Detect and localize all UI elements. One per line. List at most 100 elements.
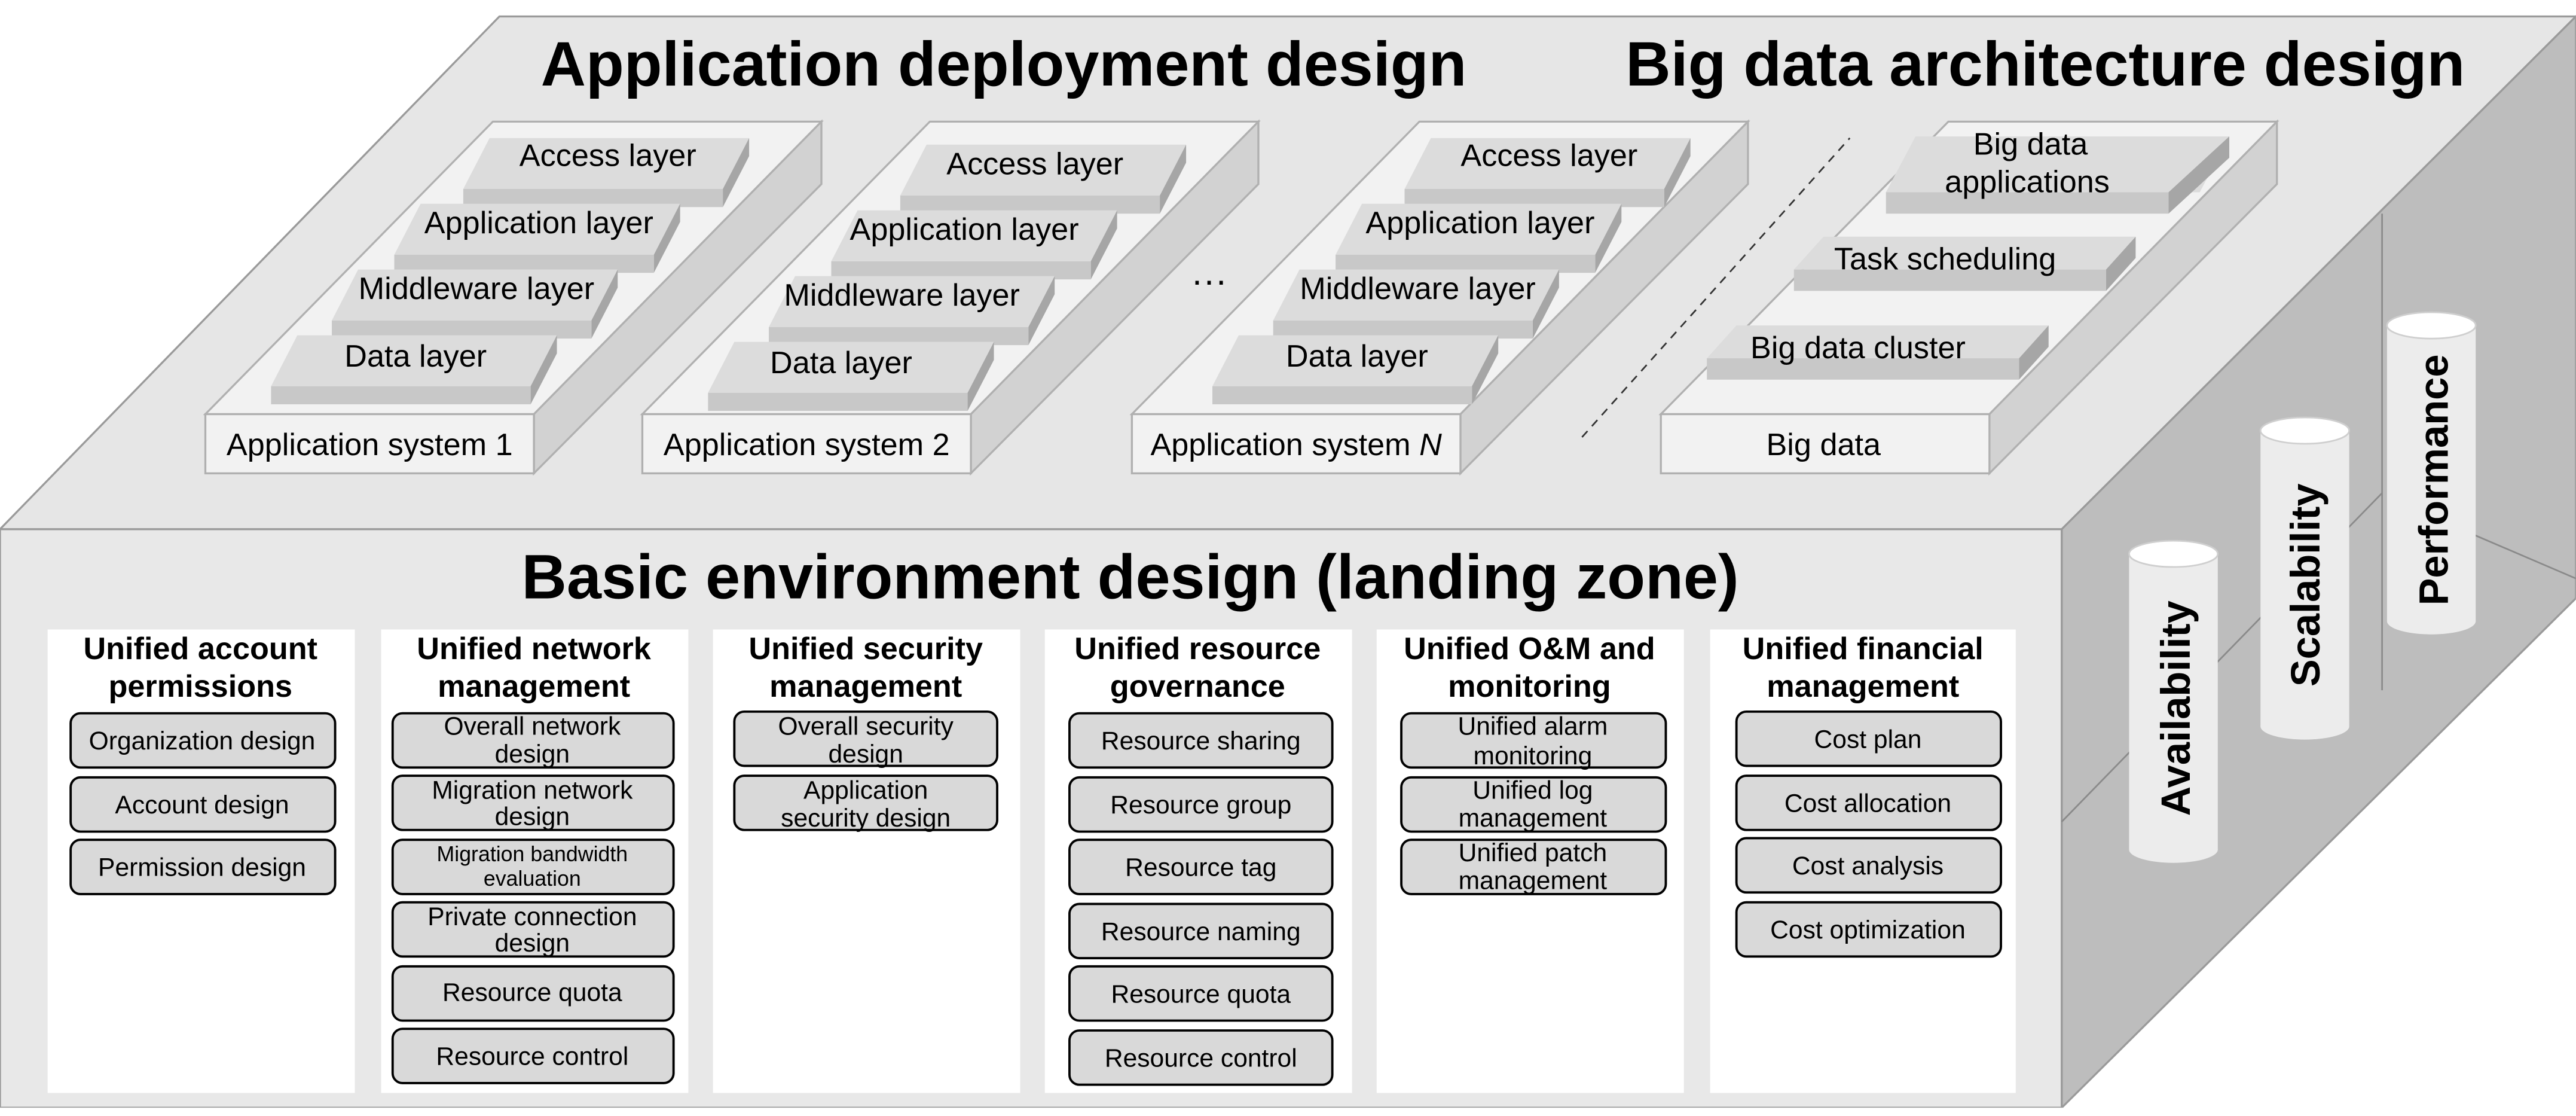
svg-text:Migration network: Migration network [432, 776, 633, 805]
cylinder-label: Scalability [2282, 483, 2329, 687]
layer-application: Application layer [831, 210, 1117, 280]
layer-data: Data layer [708, 341, 994, 411]
layer-side [1664, 138, 1691, 208]
column-title: management [1767, 669, 1959, 704]
column-title: Unified O&M and [1404, 632, 1655, 666]
layer-label: Data layer [770, 346, 912, 380]
svg-text:Unified patch: Unified patch [1459, 838, 1608, 867]
basic-environment-title: Basic environment design (landing zone) [522, 542, 1739, 612]
layer-side [1090, 210, 1117, 280]
layer-middleware: Middleware layer [332, 269, 618, 339]
layer-label: Application layer [424, 206, 653, 240]
tray-front [1660, 413, 1991, 475]
layer-side [967, 341, 994, 411]
item-box: Resource sharing [1068, 712, 1334, 769]
column-title: monitoring [1448, 669, 1611, 704]
column-title: Unified financial [1743, 632, 1984, 666]
svg-text:Account design: Account design [115, 791, 289, 819]
svg-text:design: design [495, 929, 570, 958]
svg-text:Resource control: Resource control [1105, 1044, 1297, 1072]
layer-label: Middleware layer [359, 272, 595, 306]
item-box: Cost optimization [1735, 901, 2002, 958]
svg-text:Migration bandwidth: Migration bandwidth [437, 842, 628, 866]
item-box: Cost analysis [1735, 837, 2002, 894]
layer-front [708, 392, 968, 411]
layer-access: Access layer [900, 144, 1187, 214]
item-box: Resource control [1068, 1029, 1334, 1086]
svg-text:Cost allocation: Cost allocation [1784, 789, 1951, 818]
svg-text:Resource naming: Resource naming [1101, 917, 1301, 946]
layer-label: Middleware layer [784, 278, 1020, 313]
tray-front [204, 413, 535, 475]
layer-front [1886, 192, 2169, 214]
layer-label: Application layer [1365, 206, 1594, 240]
column-title: governance [1110, 669, 1285, 704]
layer-big-data-cluster: Big data cluster [1707, 325, 2049, 380]
column-title: Unified network [417, 632, 652, 666]
column-title: Unified security [748, 632, 983, 666]
column-network-management: Unified network management Overall netwo… [381, 629, 689, 1093]
layer-label: Data layer [1286, 339, 1428, 374]
big-data-architecture-title: Big data architecture design [1625, 29, 2465, 99]
svg-text:Resource control: Resource control [436, 1042, 628, 1071]
item-box: Cost allocation [1735, 775, 2002, 831]
item-box: Account design [69, 776, 337, 833]
tray-front [641, 413, 972, 475]
layer-side [2019, 325, 2049, 380]
layer-label: applications [1945, 165, 2110, 200]
layer-access: Access layer [1404, 138, 1691, 208]
svg-text:Resource quota: Resource quota [1111, 980, 1291, 1008]
svg-text:management: management [1459, 804, 1608, 833]
layer-side [2168, 136, 2230, 214]
column-title: management [769, 669, 962, 704]
layer-big-data-applications: Big data applications [1886, 127, 2230, 214]
layer-top [1212, 335, 1499, 386]
layer-top [332, 269, 618, 321]
layer-label: Task scheduling [1834, 242, 2056, 277]
layer-side [530, 335, 557, 405]
layer-top [1336, 203, 1622, 255]
app-system-label: Application system N [1150, 428, 1442, 462]
layer-top [900, 144, 1187, 196]
layer-top [1886, 136, 2230, 193]
column-title: Unified resource [1074, 632, 1321, 666]
layer-label: Access layer [946, 147, 1123, 181]
app-system-label: Application system 2 [664, 428, 950, 462]
cylinder-availability: Availability [2128, 539, 2219, 863]
layer-top [394, 203, 680, 255]
layer-side [653, 203, 680, 273]
layer-data: Data layer [1212, 335, 1499, 405]
layer-label: Access layer [1460, 139, 1637, 173]
layer-top [708, 341, 994, 393]
layer-label: Middleware layer [1300, 272, 1536, 306]
layer-side [1532, 269, 1559, 339]
ellipsis: ··· [1191, 260, 1227, 300]
column-financial-management: Unified financial management Cost plan C… [1710, 629, 2016, 1093]
layer-top [271, 335, 557, 386]
tray-front [1130, 413, 1462, 475]
layer-middleware: Middleware layer [1273, 269, 1559, 339]
svg-text:evaluation: evaluation [484, 867, 581, 891]
item-box: Resource quota [1068, 965, 1334, 1022]
svg-text:design: design [495, 740, 570, 769]
column-title: management [438, 669, 630, 704]
item-box: Resource naming [1068, 902, 1334, 960]
svg-text:Unified alarm: Unified alarm [1457, 712, 1608, 740]
column-om-monitoring: Unified O&M and monitoring Unified alarm… [1376, 629, 1684, 1093]
layer-front [1707, 358, 2019, 380]
layer-application: Application layer [394, 203, 680, 273]
column-resource-governance: Unified resource governance Resource sha… [1044, 629, 1352, 1093]
layer-side [1160, 144, 1187, 214]
app-deployment-title: Application deployment design [541, 29, 1467, 99]
svg-text:Resource sharing: Resource sharing [1101, 727, 1301, 755]
layer-side [723, 138, 750, 208]
layer-label: Big data [1973, 127, 2089, 161]
